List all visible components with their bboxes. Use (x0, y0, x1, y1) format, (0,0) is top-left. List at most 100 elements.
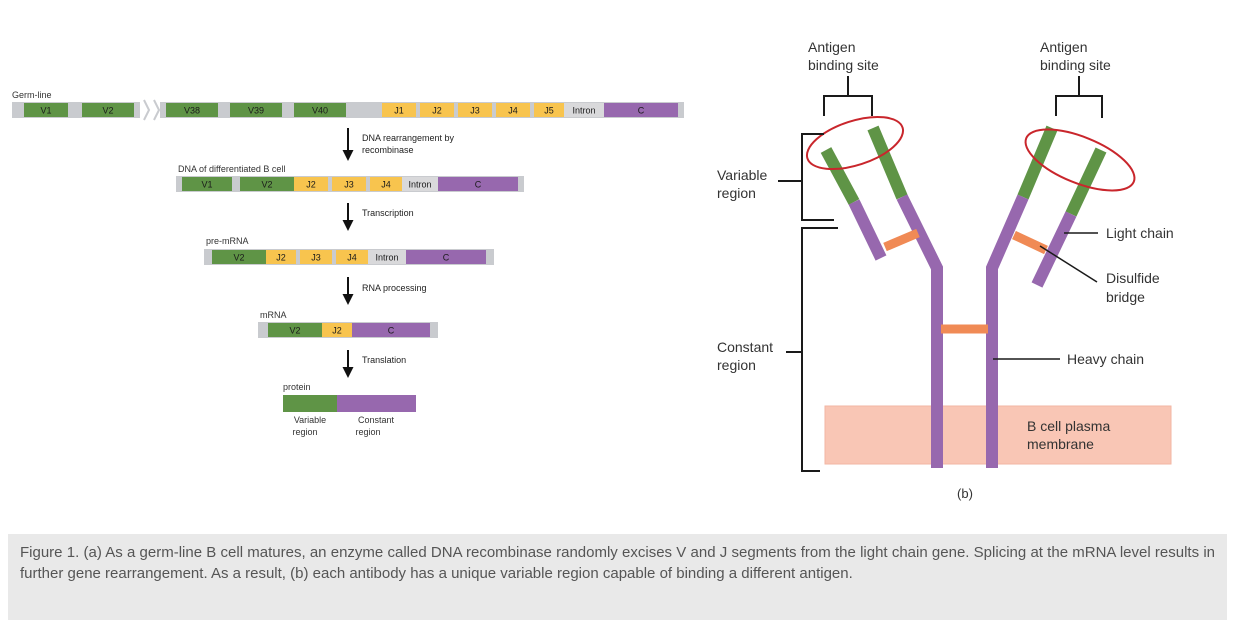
segment-v38: V38 (166, 103, 218, 117)
segment-v2: V2 (82, 103, 134, 117)
segment-j4: J4 (496, 103, 530, 117)
protein-constant-label-line2: region (355, 427, 380, 437)
segment-v2: V2 (268, 323, 322, 337)
segment-label: V1 (40, 106, 51, 116)
figure-caption-box: Figure 1. (a) As a germ-line B cell matu… (8, 534, 1227, 620)
constant-region-label-line2: region (717, 357, 756, 373)
segment-label: C (388, 326, 395, 336)
segment-label: V1 (201, 180, 212, 190)
segment-label: J2 (276, 253, 286, 263)
segment-v1: V1 (24, 103, 68, 117)
antigen-label-left: Antigen (808, 39, 855, 55)
row-label-mrna: mRNA (260, 310, 287, 320)
row-label-germline: Germ-line (12, 90, 52, 100)
antibody-structure-diagram: B cell plasma membrane Antigen binding s… (717, 39, 1174, 501)
step-arrow-transcription: Transcription (342, 203, 414, 231)
segment-label: J4 (347, 253, 357, 263)
segment-label: J1 (394, 106, 404, 116)
constant-region-bracket (786, 227, 838, 472)
segment-label: V2 (289, 326, 300, 336)
variable-region-label-line2: region (717, 185, 756, 201)
disulfide-pointer (1039, 245, 1098, 283)
segment-v2: V2 (212, 250, 266, 264)
segment-label: J2 (306, 180, 316, 190)
segment-c: C (604, 103, 678, 117)
segment-j4: J4 (370, 177, 402, 191)
segment-label: Intron (572, 106, 595, 116)
step-arrow-translation: Translation (342, 350, 406, 378)
variable-region-label: Variable (717, 167, 768, 183)
segment-j3: J3 (300, 250, 332, 264)
antigen-bracket-left (823, 76, 873, 116)
segment-j2: J2 (266, 250, 296, 264)
segment-j4: J4 (336, 250, 368, 264)
segment-j3: J3 (458, 103, 492, 117)
protein-variable-label: Variable (294, 415, 326, 425)
heavy-chain-left (820, 125, 943, 468)
segment-j2: J2 (294, 177, 328, 191)
segment-intron: Intron (564, 103, 604, 117)
light-chain-label: Light chain (1106, 225, 1174, 241)
disulfide-bridges (883, 228, 1048, 334)
heavy-chain-label: Heavy chain (1067, 351, 1144, 367)
row-label-pre-mrna: pre-mRNA (206, 236, 249, 246)
segment-label: Intron (408, 180, 431, 190)
segment-label: J4 (508, 106, 518, 116)
constant-region-label: Constant (717, 339, 773, 355)
protein-constant-region (337, 395, 416, 412)
panel-b-label: (b) (957, 486, 973, 501)
segment-label: V38 (184, 106, 200, 116)
protein-variable-region (283, 395, 337, 412)
step-label: RNA processing (362, 283, 427, 293)
antigen-site-ring-right (1024, 128, 1136, 192)
disulfide-label: Disulfide (1106, 270, 1160, 286)
gene-rearrangement-diagram: Germ-line V1 V2 V38 V39 V40 J1 J2 J3 J4 … (12, 90, 684, 437)
segment-label: J5 (544, 106, 554, 116)
segment-label: C (638, 106, 645, 116)
step-label: Translation (362, 355, 406, 365)
step-arrow-rna-processing: RNA processing (342, 277, 427, 305)
segment-intron: Intron (402, 177, 438, 191)
antigen-label-right-line2: binding site (1040, 57, 1111, 73)
protein-label: protein (283, 382, 311, 392)
antigen-label-right: Antigen (1040, 39, 1087, 55)
step-label-line2: recombinase (362, 145, 414, 155)
membrane-label-line2: membrane (1027, 436, 1094, 452)
segment-v40: V40 (294, 103, 346, 117)
segment-c: C (352, 323, 430, 337)
antigen-site-ring-left (805, 115, 905, 171)
segment-j3: J3 (332, 177, 366, 191)
segment-label: Intron (375, 253, 398, 263)
sequence-break (140, 99, 161, 121)
disulfide-label-line2: bridge (1106, 289, 1145, 305)
step-label: Transcription (362, 208, 414, 218)
segment-label: V2 (261, 180, 272, 190)
segment-j5: J5 (534, 103, 564, 117)
antigen-bracket-right (1055, 76, 1103, 118)
figure-caption: Figure 1. (a) As a germ-line B cell matu… (20, 544, 1215, 582)
step-label: DNA rearrangement by (362, 133, 455, 143)
segment-v2: V2 (240, 177, 294, 191)
segment-v1: V1 (182, 177, 232, 191)
segment-j2: J2 (420, 103, 454, 117)
row-label-differentiated-dna: DNA of differentiated B cell (178, 164, 285, 174)
segment-label: J3 (311, 253, 321, 263)
segment-j1: J1 (382, 103, 416, 117)
segment-v39: V39 (230, 103, 282, 117)
segment-intron: Intron (368, 250, 406, 264)
segment-label: J2 (332, 326, 342, 336)
variable-region-bracket (778, 133, 834, 221)
antigen-label-left-line2: binding site (808, 57, 879, 73)
segment-label: V2 (102, 106, 113, 116)
segment-label: J2 (432, 106, 442, 116)
heavy-chain-right (986, 125, 1107, 468)
segment-c: C (406, 250, 486, 264)
segment-label: V40 (312, 106, 328, 116)
segment-label: J4 (381, 180, 391, 190)
protein-constant-label: Constant (358, 415, 395, 425)
segment-c: C (438, 177, 518, 191)
protein-variable-label-line2: region (292, 427, 317, 437)
segment-j2: J2 (322, 323, 352, 337)
membrane-label: B cell plasma (1027, 418, 1110, 434)
segment-label: J3 (344, 180, 354, 190)
